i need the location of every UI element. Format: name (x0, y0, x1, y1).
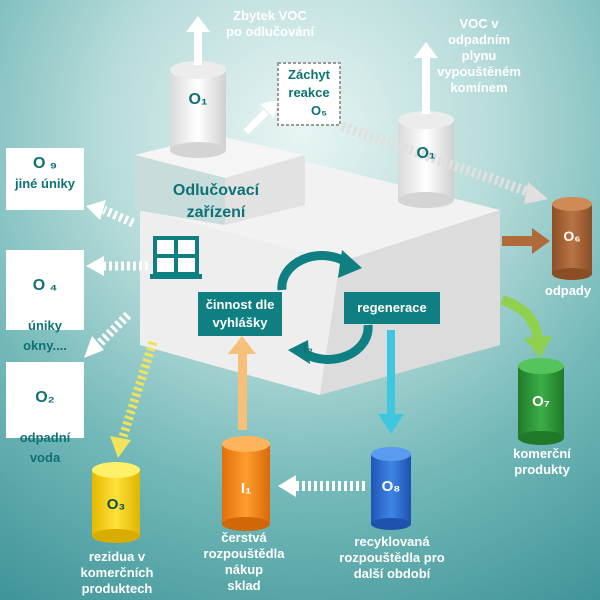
box-o4-text: úniky okny.... (23, 318, 67, 353)
label-o7: O₇ (532, 393, 550, 410)
capture-text: Záchyt reakce O₅ (278, 66, 340, 120)
separator-line1: Odlučovací (172, 182, 260, 199)
arrow-voc-residue (186, 16, 210, 65)
arrow-fresh-up (228, 336, 256, 430)
box-o9-code: O ₉ (32, 155, 58, 172)
arrow-voc-stack (414, 42, 438, 114)
label-o1-right: O₁ (416, 145, 436, 162)
cylinder-o8 (371, 447, 411, 530)
box-o2: O₂ odpadní voda (6, 362, 84, 465)
arrow-to-residues (110, 340, 158, 458)
arrow-to-o9 (86, 200, 135, 228)
activity-box: činnost dle vyhlášky (198, 292, 282, 336)
arrow-capture-to-waste (340, 121, 548, 204)
separator-label: Odlučovací zařízení (150, 180, 282, 224)
label-o8: O₈ (381, 478, 401, 495)
label-o1-left: O₁ (188, 91, 208, 108)
box-o2-text: odpadní voda (19, 430, 71, 465)
label-recycled: recyklovaná rozpouštědla pro další obdob… (339, 534, 445, 581)
label-waste: odpady (544, 283, 592, 298)
capture-line1: Záchyt (288, 67, 330, 82)
box-o9-text: jiné úniky (15, 176, 75, 191)
cylinder-o6 (552, 197, 592, 280)
cylinder-o1-left (170, 61, 226, 158)
label-fresh: čerstvá rozpouštědla nákup sklad (203, 530, 285, 593)
separator-line2: zařízení (186, 204, 246, 221)
label-i2: I₂ (302, 340, 314, 356)
cylinder-o3 (92, 462, 140, 543)
regen-box: regenerace (344, 292, 440, 324)
label-voc-stack: VOC v odpadním plynu vypouštěném komínem (437, 16, 521, 95)
arrow-to-commercial (500, 295, 552, 358)
capture-line2: reakce (288, 85, 330, 100)
box-o9: O ₉ jiné úniky (6, 148, 84, 210)
arrow-to-waste (502, 228, 550, 254)
arrow-recycled-to-fresh (278, 475, 365, 497)
label-o6: O₆ (563, 228, 581, 244)
arrow-recycled-down (378, 330, 404, 434)
arrow-to-o2 (84, 311, 132, 358)
label-voc-residue: Zbytek VOC po odlučování (225, 8, 315, 39)
label-i1: I₁ (240, 480, 252, 497)
arrow-to-capture (243, 100, 278, 135)
cycle-arrows (277, 250, 373, 364)
box-o2-code: O₂ (35, 389, 55, 406)
label-commercial: komerční produkty (513, 446, 571, 477)
cylinder-i1 (222, 436, 270, 531)
window-icon (150, 236, 202, 279)
box-o4: O ₄ úniky okny.... (6, 250, 84, 353)
label-residues: rezidua v komerčních produktech (80, 549, 154, 596)
capture-line3: O₅ (310, 103, 328, 118)
cylinder-o7 (518, 358, 564, 445)
label-o3: O₃ (106, 496, 126, 513)
capture-box (277, 62, 341, 126)
arrow-to-o4 (86, 256, 148, 276)
box-o4-code: O ₄ (32, 277, 58, 294)
